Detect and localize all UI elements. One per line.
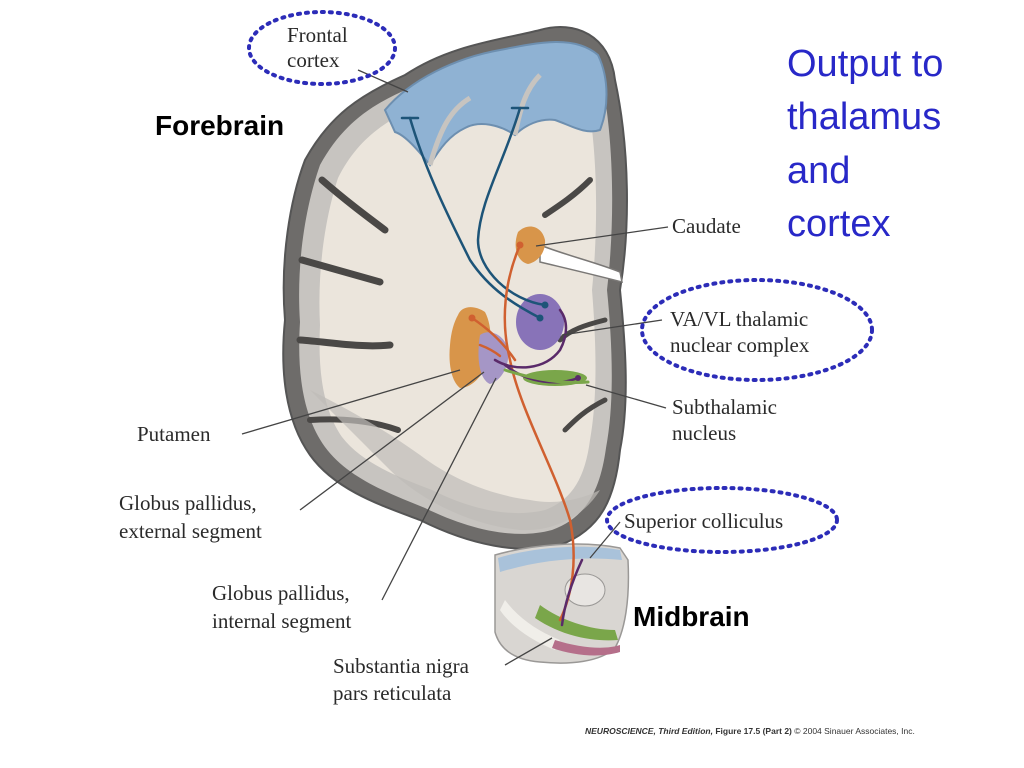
- output-note-line3: and: [787, 150, 850, 192]
- temporal-lobe: [310, 390, 600, 531]
- white-matter: [319, 66, 597, 514]
- cerebral-aqueduct: [564, 573, 606, 607]
- highlight-frontal-cortex: [247, 10, 397, 86]
- label-gp-internal-line1: Globus pallidus,: [212, 581, 350, 605]
- striatal-pathway: [478, 343, 502, 358]
- substantia-nigra-shape: [535, 605, 618, 641]
- label-subthalamic-line1: Subthalamic: [672, 395, 777, 419]
- leader-lines: [241, 69, 669, 666]
- label-substantia-nigra: Substantia nigra pars reticulata: [333, 654, 474, 705]
- leader-frontal-cortex: [357, 69, 409, 93]
- terminal-dot: [468, 314, 476, 322]
- highlight-ellipses: [247, 10, 874, 554]
- terminal-dot: [516, 241, 524, 249]
- sulcus: [562, 397, 608, 433]
- leader-superior-colliculus: [589, 521, 621, 559]
- credit-book: NEUROSCIENCE, Third Edition,: [585, 726, 713, 736]
- midbrain-blue-top: [498, 546, 622, 572]
- label-superior-colliculus: Superior colliculus: [624, 509, 783, 533]
- thalamus-va-vl: [516, 294, 564, 350]
- leader-thalamic: [561, 319, 663, 336]
- label-putamen: Putamen: [137, 422, 211, 446]
- striatal-pathway: [470, 316, 517, 362]
- label-midbrain: Midbrain: [633, 601, 750, 632]
- brain-section: [282, 26, 628, 550]
- sulcus: [298, 256, 384, 286]
- output-note-line1: Output to: [787, 43, 943, 85]
- highlight-thalamic: [640, 278, 874, 382]
- terminal: [400, 106, 530, 120]
- figure-credit: NEUROSCIENCE, Third Edition, Figure 17.5…: [585, 726, 915, 736]
- subthalamic-pathway: [503, 368, 590, 384]
- sulcus: [296, 336, 394, 350]
- labels: Frontal cortex Forebrain Caudate VA/VL t…: [119, 23, 954, 736]
- snr-pink: [552, 640, 620, 656]
- nigrostriatal-pathway: [503, 243, 575, 622]
- cortical-fold: [427, 95, 472, 166]
- sulcus: [318, 176, 389, 234]
- leader-gp-external: [299, 371, 485, 511]
- credit-figure: Figure 17.5 (Part 2): [713, 726, 792, 736]
- sulcus: [557, 317, 608, 343]
- output-note-line2: thalamus: [787, 96, 941, 138]
- pathways: [400, 106, 590, 627]
- terminal-dot: [536, 314, 544, 322]
- pallido-thalamic-pathway: [503, 363, 580, 384]
- cortico-thalamic-pathway: [476, 106, 547, 307]
- cerebral-peduncle: [500, 600, 560, 650]
- pallido-thalamic-pathway: [493, 308, 568, 369]
- label-frontal-cortex-line2: cortex: [287, 48, 340, 72]
- label-forebrain: Forebrain: [155, 110, 284, 141]
- label-frontal-cortex-line1: Frontal: [287, 23, 348, 47]
- leader-putamen: [241, 369, 461, 435]
- credit-copyright: © 2004 Sinauer Associates, Inc.: [792, 726, 915, 736]
- sulcus: [542, 177, 593, 218]
- leader-substantia-nigra: [504, 637, 553, 666]
- terminal-dot: [575, 375, 581, 381]
- highlight-superior-colliculus: [605, 486, 839, 554]
- leader-gp-internal: [381, 377, 497, 601]
- nigral-collicular-pathway: [560, 558, 584, 627]
- label-gp-external-line2: external segment: [119, 519, 262, 543]
- label-frontal-cortex: Frontal cortex: [287, 23, 353, 72]
- caudate-nucleus: [515, 226, 546, 264]
- label-caudate: Caudate: [672, 214, 741, 238]
- label-gp-internal-line2: internal segment: [212, 609, 352, 633]
- label-thalamic-line2: nuclear complex: [670, 333, 810, 357]
- label-thalamic: VA/VL thalamic nuclear complex: [670, 307, 813, 357]
- label-gp-external: Globus pallidus, external segment: [119, 491, 262, 543]
- label-thalamic-line1: VA/VL thalamic: [670, 307, 808, 331]
- label-subthalamic-line2: nucleus: [672, 421, 736, 445]
- midbrain-section: [494, 543, 630, 664]
- label-substantia-nigra-line1: Substantia nigra: [333, 654, 470, 678]
- leader-subthalamic: [585, 384, 667, 409]
- output-note: Output to thalamus and cortex: [787, 43, 954, 245]
- leader-caudate: [535, 226, 669, 247]
- terminal-dot: [541, 301, 549, 309]
- output-note-line4: cortex: [787, 203, 890, 245]
- label-gp-internal: Globus pallidus, internal segment: [212, 581, 355, 633]
- lateral-ventricle: [539, 243, 623, 284]
- cortico-thalamic-pathway: [408, 116, 542, 320]
- label-substantia-nigra-line2: pars reticulata: [333, 681, 452, 705]
- label-gp-external-line1: Globus pallidus,: [119, 491, 257, 515]
- cortical-fold: [512, 73, 542, 136]
- globus-pallidus: [478, 332, 509, 384]
- label-subthalamic: Subthalamic nucleus: [672, 395, 782, 445]
